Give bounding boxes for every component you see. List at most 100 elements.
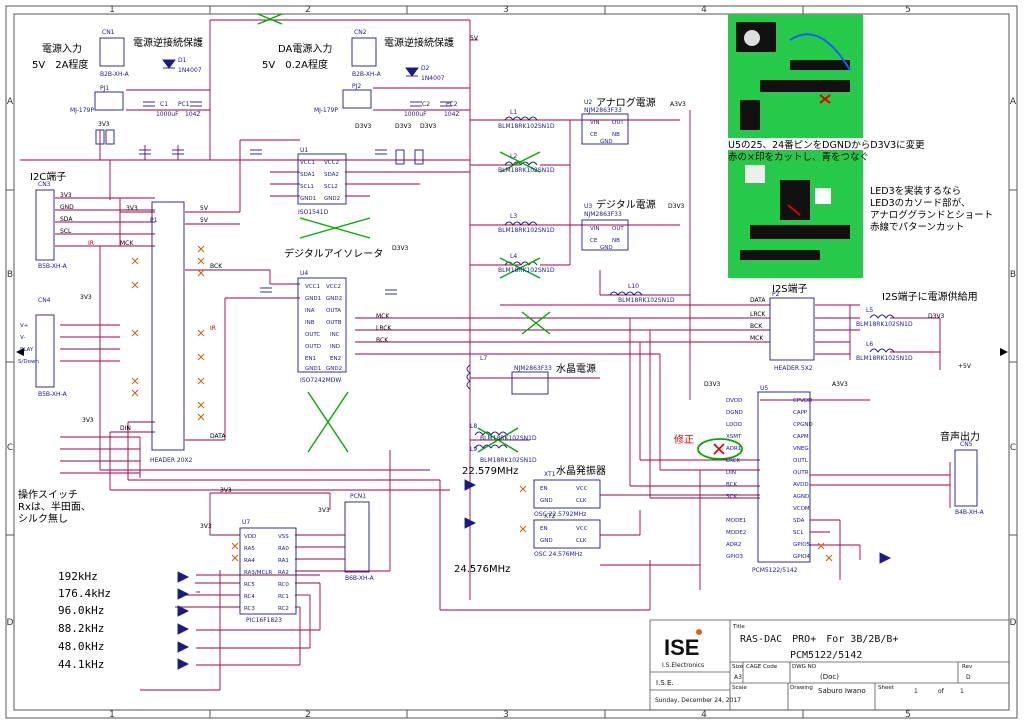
svg-text:DIN: DIN — [726, 470, 736, 476]
rev-protect-note: 電源逆接続保護 — [384, 36, 454, 49]
svg-text:Title: Title — [732, 624, 745, 630]
svg-text:OUTC: OUTC — [305, 332, 320, 338]
svg-text:LRCK: LRCK — [726, 458, 740, 464]
svg-text:of: of — [938, 688, 945, 695]
xtal-osc-note: 水晶発振器 — [556, 464, 606, 477]
svg-text:5V: 5V — [200, 217, 209, 224]
svg-text:L6: L6 — [866, 341, 873, 348]
note-labels: 電源入力 5V 2A程度 電源逆接続保護 DA電源入力 5V 0.2A程度 電源… — [30, 36, 980, 575]
fix-note: 修正 — [674, 433, 694, 446]
svg-text:Drawing: Drawing — [790, 685, 813, 691]
wires — [20, 19, 951, 691]
col-label: 1 — [109, 5, 115, 15]
grid-labels: 1 2 3 4 5 1 2 3 4 5 A B C D A B C D — [7, 5, 1017, 720]
svg-text:I.S.E.: I.S.E. — [656, 679, 674, 687]
svg-text:+5V: +5V — [958, 363, 972, 370]
svg-text:PC2: PC2 — [446, 101, 458, 108]
svg-text:VCC1: VCC1 — [300, 160, 315, 166]
svg-text:Scale: Scale — [732, 685, 747, 691]
svg-text:3V3: 3V3 — [80, 294, 92, 301]
svg-text:CN3: CN3 — [38, 181, 51, 188]
freq-44: 44.1kHz — [58, 658, 104, 671]
svg-text:MCK: MCK — [750, 335, 764, 342]
svg-text:NJM2863F33: NJM2863F33 — [584, 107, 622, 114]
svg-text:LRCK: LRCK — [750, 311, 766, 318]
svg-text:SDA2: SDA2 — [324, 172, 339, 178]
cn4-body — [35, 314, 55, 388]
svg-text:D3V3: D3V3 — [704, 381, 721, 388]
svg-text:PCM5122/5142: PCM5122/5142 — [752, 567, 798, 574]
svg-text:B4B-XH-A: B4B-XH-A — [955, 509, 985, 516]
svg-text:RA4: RA4 — [244, 558, 255, 564]
svg-text:DIN: DIN — [120, 425, 131, 432]
svg-text:D: D — [966, 674, 971, 681]
svg-text:INB: INB — [305, 320, 315, 326]
analog-power-note: アナログ電源 — [596, 96, 656, 109]
svg-text:SCK: SCK — [726, 494, 737, 500]
power-in-note: 電源入力 — [42, 42, 82, 55]
svg-text:V+: V+ — [20, 323, 29, 329]
digital-isolator-note: デジタルアイソレータ — [284, 247, 383, 260]
row-label: A — [7, 97, 14, 107]
svg-text:BLM18RK102SN1D: BLM18RK102SN1D — [856, 321, 913, 328]
svg-text:OUTD: OUTD — [305, 344, 321, 350]
svg-text:OUTL: OUTL — [793, 458, 809, 464]
digital-power-note: デジタル電源 — [596, 198, 656, 211]
svg-text:PJ2: PJ2 — [352, 83, 361, 90]
svg-text:IR: IR — [88, 240, 94, 247]
u4-body — [297, 277, 347, 373]
svg-text:BCK: BCK — [210, 263, 223, 270]
logo-sub: I.S.Electronics — [662, 662, 704, 669]
fix-highlight — [697, 438, 743, 460]
svg-text:L7: L7 — [480, 355, 487, 362]
row-label: D — [7, 618, 14, 628]
diode-d2-icon — [405, 67, 419, 77]
svg-text:L3: L3 — [510, 213, 517, 220]
svg-text:VCC2: VCC2 — [324, 160, 339, 166]
svg-text:MODE2: MODE2 — [726, 530, 746, 536]
svg-text:RA5: RA5 — [244, 546, 255, 552]
svg-text:A3: A3 — [734, 674, 742, 681]
svg-text:GPIO4: GPIO4 — [793, 554, 811, 560]
svg-text:L1: L1 — [510, 109, 517, 116]
svg-text:DATA: DATA — [210, 433, 226, 440]
part-labels: CN1 B2B-XH-A CN2 B2B-XH-A D1 1N4007 D2 1… — [38, 29, 985, 624]
svg-text:Size: Size — [732, 664, 744, 670]
svg-text:VCC1: VCC1 — [305, 284, 320, 290]
svg-text:VDD: VDD — [244, 534, 256, 540]
pcb-photo-top — [728, 14, 863, 138]
svg-text:CE: CE — [590, 132, 598, 138]
svg-text:V-: V- — [20, 335, 25, 341]
svg-text:104Z: 104Z — [444, 111, 460, 118]
svg-text:B2B-XH-A: B2B-XH-A — [352, 71, 382, 78]
svg-text:LRCK: LRCK — [376, 325, 392, 332]
svg-text:C1: C1 — [160, 101, 168, 108]
svg-text:RC1: RC1 — [278, 594, 289, 600]
freq-88: 88.2kHz — [58, 622, 104, 635]
svg-text:NJM2863F33: NJM2863F33 — [584, 211, 622, 218]
svg-text:3V3: 3V3 — [220, 487, 232, 494]
svg-text:RC5: RC5 — [244, 582, 255, 588]
svg-text:5V: 5V — [200, 205, 209, 212]
svg-text:BLM18RK102SN1D: BLM18RK102SN1D — [498, 167, 555, 174]
svg-text:OSC 22.5792MHz: OSC 22.5792MHz — [534, 511, 586, 518]
svg-text:Sunday, December 24, 2017: Sunday, December 24, 2017 — [655, 697, 741, 704]
svg-text:L4: L4 — [510, 253, 517, 260]
svg-text:L8: L8 — [470, 423, 477, 430]
drawing-title: RAS-DAC PRO+ For 3B/2B/B+ — [740, 634, 898, 645]
svg-text:PLAY: PLAY — [20, 347, 34, 353]
freq-24-note: 24.576MHz — [454, 564, 510, 575]
u5-mod-note: U5の25、24番ピンをDGNDからD3V3に変更赤の×印をカットし、青をつなぐ — [728, 139, 925, 163]
svg-text:3V3: 3V3 — [82, 417, 94, 424]
svg-text:PCN1: PCN1 — [350, 493, 366, 500]
svg-text:U3: U3 — [584, 203, 592, 210]
svg-text:BLM18RK102SN1D: BLM18RK102SN1D — [498, 267, 555, 274]
svg-text:GND: GND — [540, 538, 553, 544]
svg-text:U4: U4 — [300, 270, 308, 277]
svg-text:RA1: RA1 — [278, 558, 289, 564]
u1-body — [297, 153, 347, 205]
svg-text:BLM18RK102SN1D: BLM18RK102SN1D — [618, 297, 675, 304]
svg-text:A3V3: A3V3 — [670, 101, 686, 108]
svg-text:U1: U1 — [300, 147, 308, 154]
